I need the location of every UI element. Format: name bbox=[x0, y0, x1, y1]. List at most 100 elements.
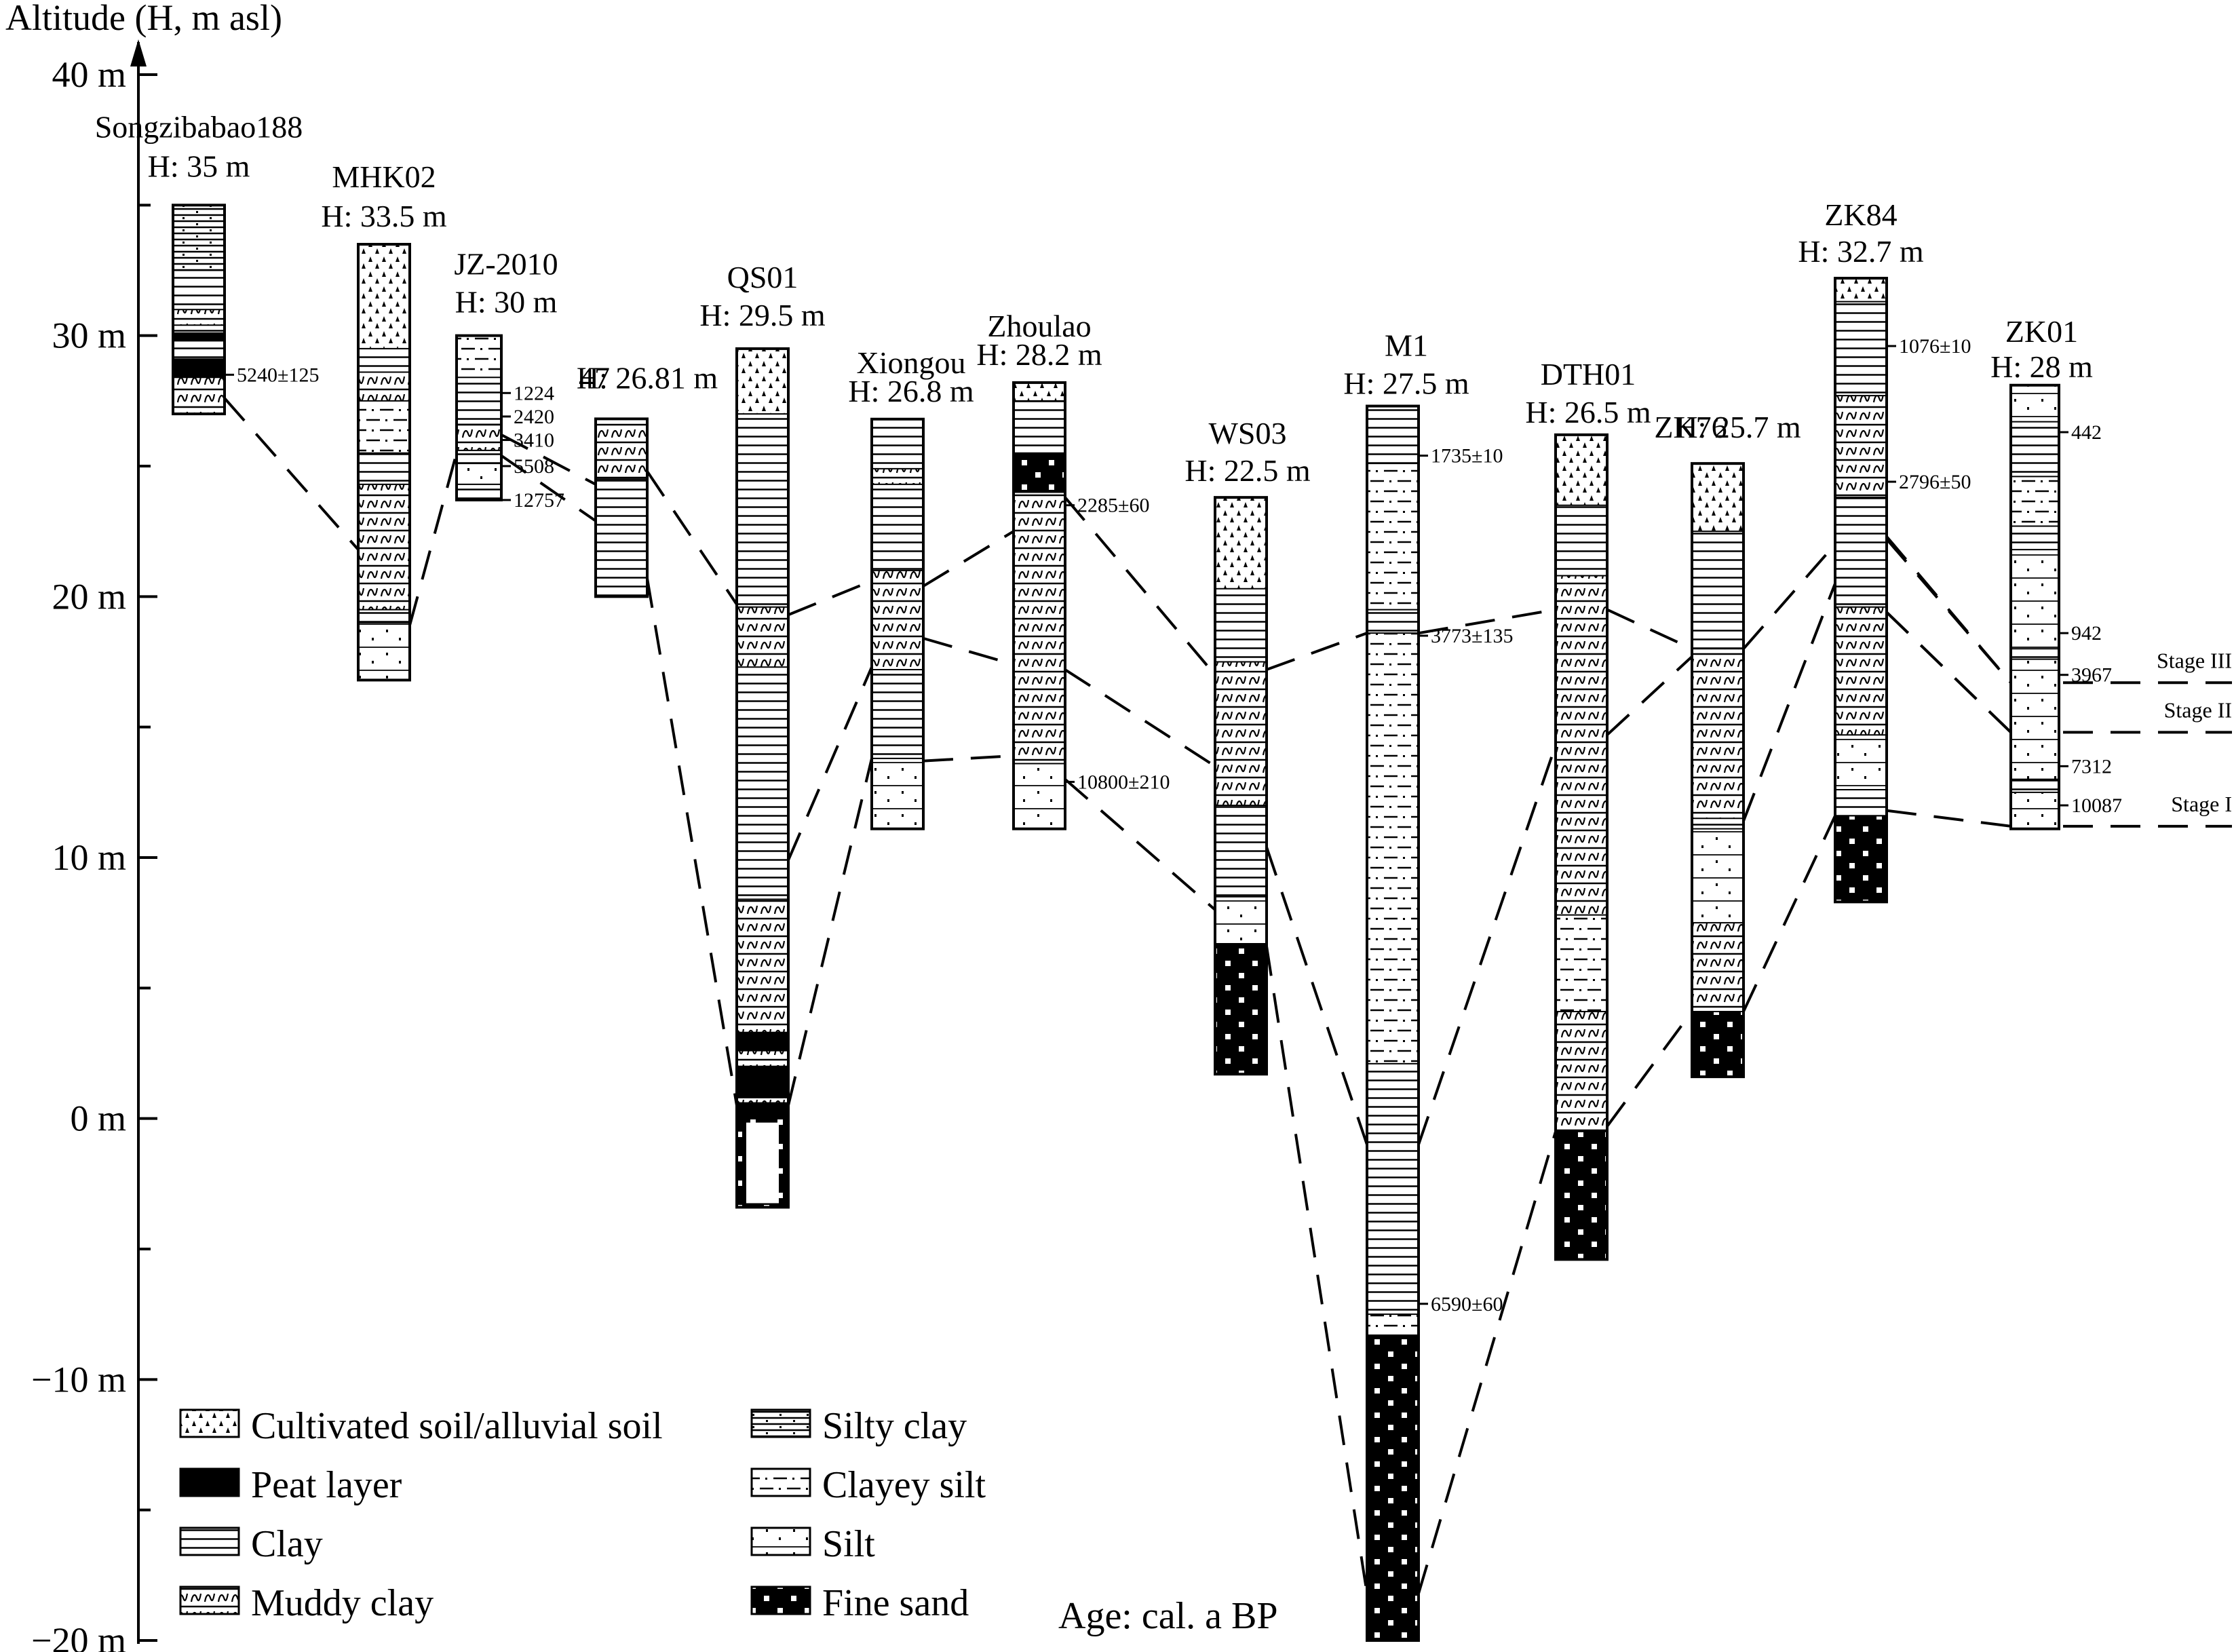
correlation-line bbox=[1742, 583, 1836, 822]
correlation-line bbox=[1265, 846, 1368, 1145]
layer-cultivated bbox=[1014, 382, 1065, 401]
layer-fine-sand bbox=[1215, 943, 1267, 1075]
legend-swatch bbox=[750, 1526, 811, 1556]
layer-muddy-clay bbox=[737, 1050, 788, 1067]
layer-clay bbox=[457, 484, 501, 501]
core-outline bbox=[357, 243, 411, 682]
layer-silt bbox=[1692, 828, 1744, 923]
layer-muddy-clay bbox=[1014, 492, 1065, 764]
layer-muddy-clay bbox=[1835, 396, 1887, 498]
y-axis-tick-label: 0 m bbox=[70, 1098, 126, 1139]
y-axis: Altitude (H, m asl) 40 m30 m20 m10 m0 m−… bbox=[5, 0, 282, 1652]
layer-clay bbox=[173, 341, 225, 360]
legend-item-muddy-clay: Muddy clay bbox=[179, 1582, 434, 1624]
legend-swatch bbox=[179, 1467, 240, 1497]
core-outline bbox=[455, 334, 503, 502]
age-label: 12757 bbox=[514, 489, 564, 512]
correlation-line bbox=[923, 754, 1014, 763]
stage-label: Stage II bbox=[2164, 697, 2232, 722]
layer-silt bbox=[2011, 792, 2059, 829]
core-outline bbox=[1554, 433, 1609, 1261]
layer-silt bbox=[2011, 385, 2059, 422]
core-elevation: H: 26.5 m bbox=[1525, 395, 1651, 429]
core-elevation: H: 26.8 m bbox=[848, 374, 974, 408]
layer-muddy-clay bbox=[173, 377, 225, 415]
layer-silty-clay bbox=[173, 205, 225, 271]
correlation-line bbox=[1265, 946, 1368, 1594]
correlation-line bbox=[1064, 496, 1216, 676]
correlation-line bbox=[787, 666, 873, 861]
core-outline bbox=[1834, 277, 1888, 904]
core-name: ZK84 bbox=[1824, 197, 1897, 232]
legend-item-cultivated: Cultivated soil/alluvial soil bbox=[179, 1405, 663, 1447]
correlation-line bbox=[646, 578, 738, 1106]
layer-silt bbox=[358, 622, 410, 680]
layer-clay bbox=[1692, 818, 1744, 829]
layer-clayey-silt bbox=[457, 335, 501, 378]
core-name: ZK01 bbox=[2005, 314, 2078, 349]
layer-muddy-clay bbox=[596, 419, 647, 480]
layer-fine-sand bbox=[1014, 453, 1065, 493]
layer-cultivated bbox=[1215, 497, 1267, 589]
layer-clay bbox=[358, 453, 410, 484]
layer-clay bbox=[173, 325, 225, 333]
layer-fine-sand bbox=[1692, 1011, 1744, 1077]
layer-clay bbox=[2011, 779, 2059, 792]
age-label: 3410 bbox=[514, 429, 554, 452]
age-label: 3967 bbox=[2071, 664, 2112, 687]
age-label: 7312 bbox=[2071, 755, 2112, 777]
correlation-line bbox=[1064, 778, 1216, 911]
correlation-line bbox=[408, 453, 458, 626]
layer-clay bbox=[1835, 789, 1887, 816]
age-label: 1076±10 bbox=[1899, 335, 1971, 358]
layer-clay bbox=[358, 348, 410, 372]
layer-peat bbox=[173, 359, 225, 378]
y-axis-ticks: 40 m30 m20 m10 m0 m−10 m−20 m bbox=[31, 54, 157, 1652]
core-outline bbox=[1012, 381, 1066, 830]
core-name: Xiongou bbox=[857, 345, 966, 380]
correlation-line bbox=[223, 397, 360, 551]
layer-peat bbox=[737, 1032, 788, 1051]
layer-muddy-clay bbox=[872, 468, 923, 484]
correlation-line bbox=[501, 434, 596, 486]
layer-clay bbox=[1215, 805, 1267, 897]
layer-clayey-silt bbox=[1556, 915, 1607, 1012]
core-elevation: H: 30 m bbox=[455, 285, 558, 320]
correlation-line bbox=[1606, 655, 1693, 736]
core-name: ZK76 bbox=[1654, 410, 1727, 444]
layer-clay bbox=[1367, 609, 1419, 634]
layer-fine-sand bbox=[1835, 815, 1887, 902]
layer-muddy-clay bbox=[1692, 649, 1744, 819]
layer-cultivated bbox=[1556, 434, 1607, 505]
y-axis-tick-label: 20 m bbox=[52, 576, 126, 617]
legend-swatch bbox=[179, 1526, 240, 1556]
y-axis-tick-label: 10 m bbox=[52, 837, 126, 878]
layer-clay bbox=[737, 667, 788, 900]
layer-clay bbox=[596, 479, 647, 597]
age-label: 2796±50 bbox=[1899, 471, 1971, 493]
y-axis-tick-label: −10 m bbox=[31, 1359, 126, 1400]
core-elevation: H: 35 m bbox=[148, 149, 250, 183]
core-outline bbox=[870, 417, 925, 830]
correlation-line bbox=[1606, 1010, 1693, 1128]
layer-cultivated bbox=[1692, 463, 1744, 532]
age-label: 2285±60 bbox=[1077, 495, 1149, 517]
legend-label: Fine sand bbox=[822, 1582, 969, 1624]
age-label: 6590±60 bbox=[1431, 1293, 1503, 1315]
core-outline bbox=[1366, 404, 1420, 1643]
correlation-line bbox=[1417, 744, 1557, 1145]
y-axis-tick-label: 40 m bbox=[52, 54, 126, 95]
y-axis-label: Altitude (H, m asl) bbox=[5, 0, 282, 38]
core-name: Songzibabao188 bbox=[95, 109, 303, 144]
legend-label: Silty clay bbox=[822, 1405, 967, 1447]
correlation-line bbox=[500, 454, 597, 522]
legend-item-silty-clay: Silty clay bbox=[750, 1405, 967, 1447]
core-outline bbox=[594, 417, 649, 598]
y-axis-tick-label: −20 m bbox=[31, 1620, 126, 1652]
